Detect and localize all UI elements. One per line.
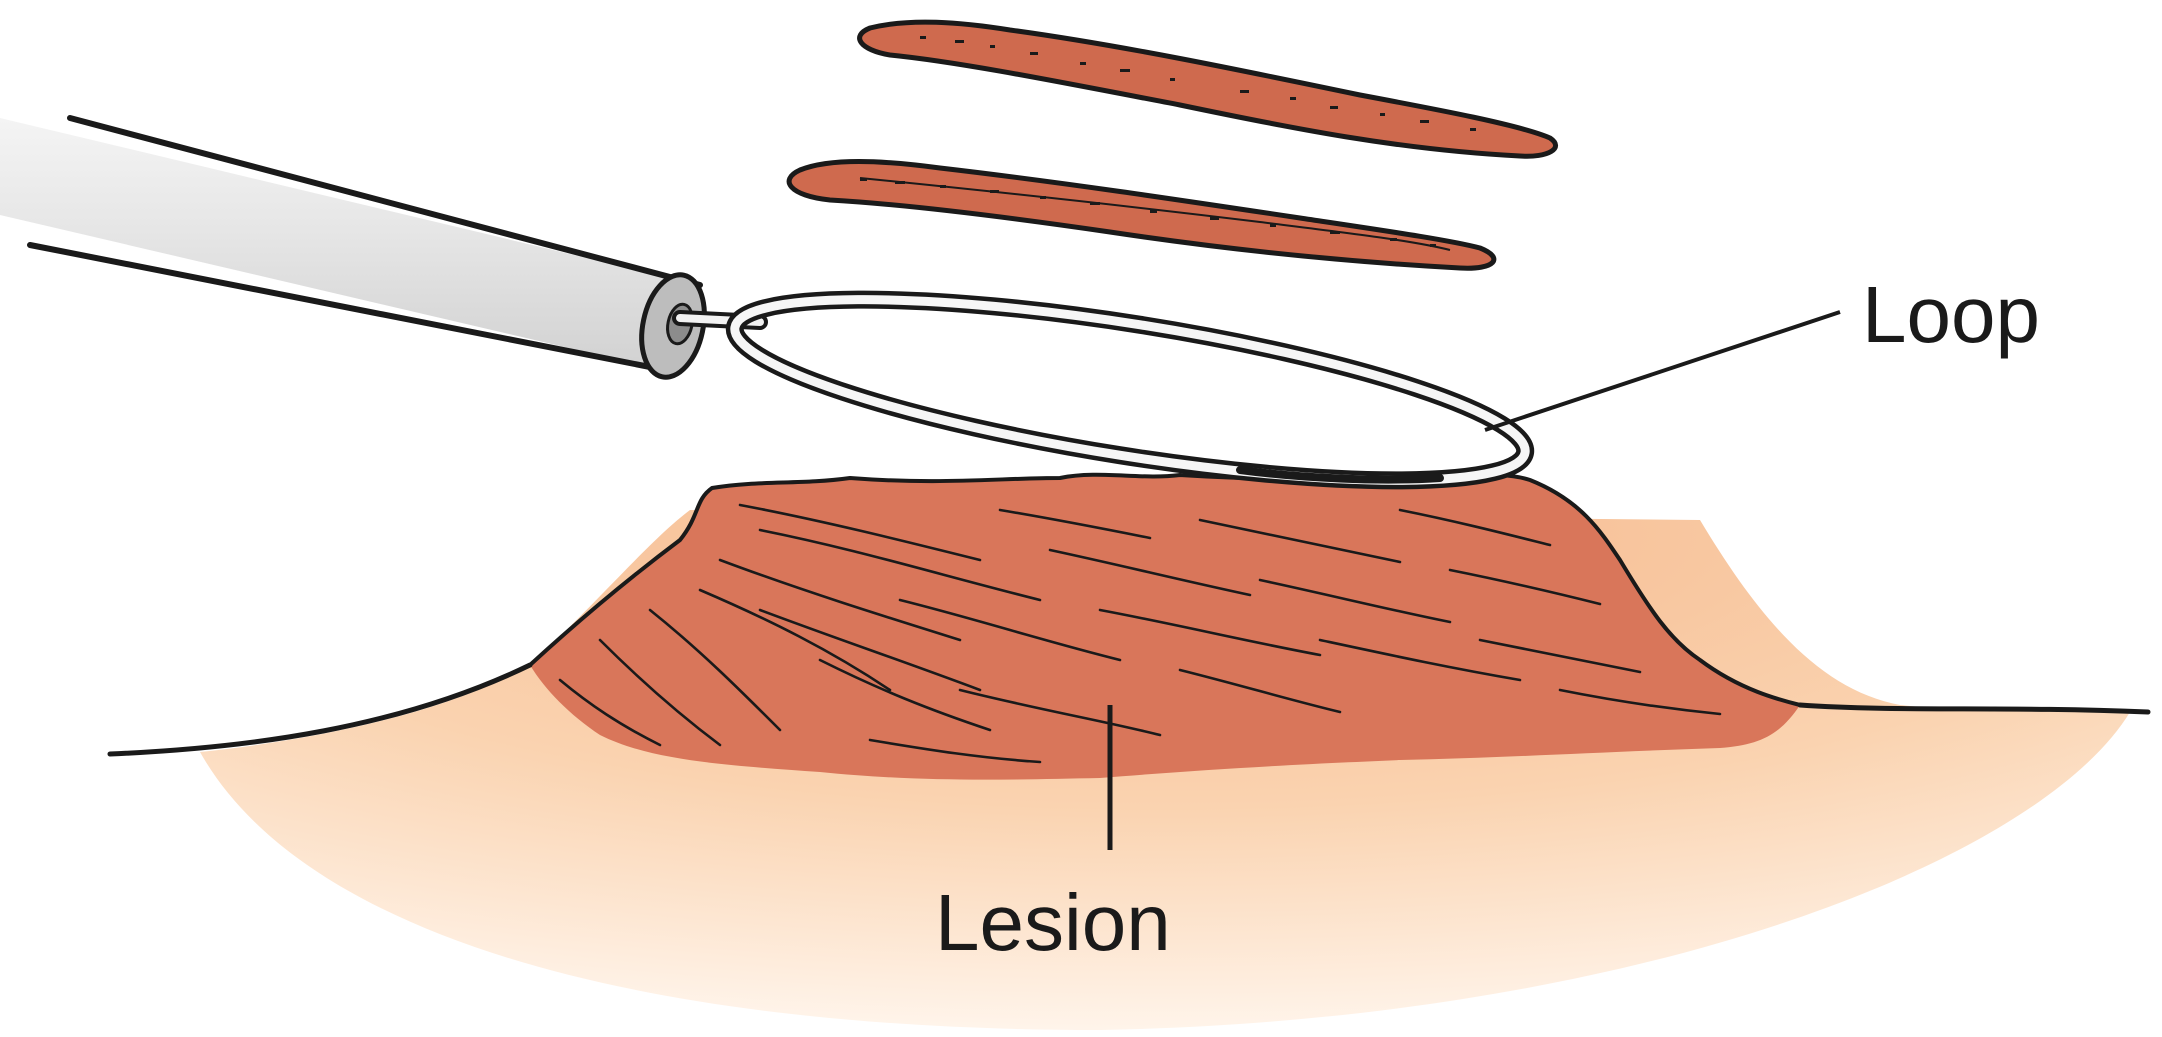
loop-label: Loop <box>1862 270 2040 359</box>
loop-callout-line <box>1485 312 1840 430</box>
excised-slice-top <box>860 22 1556 156</box>
instrument-handle <box>0 118 713 383</box>
excised-slice-bottom <box>789 162 1494 269</box>
lesion-label: Lesion <box>935 878 1171 967</box>
